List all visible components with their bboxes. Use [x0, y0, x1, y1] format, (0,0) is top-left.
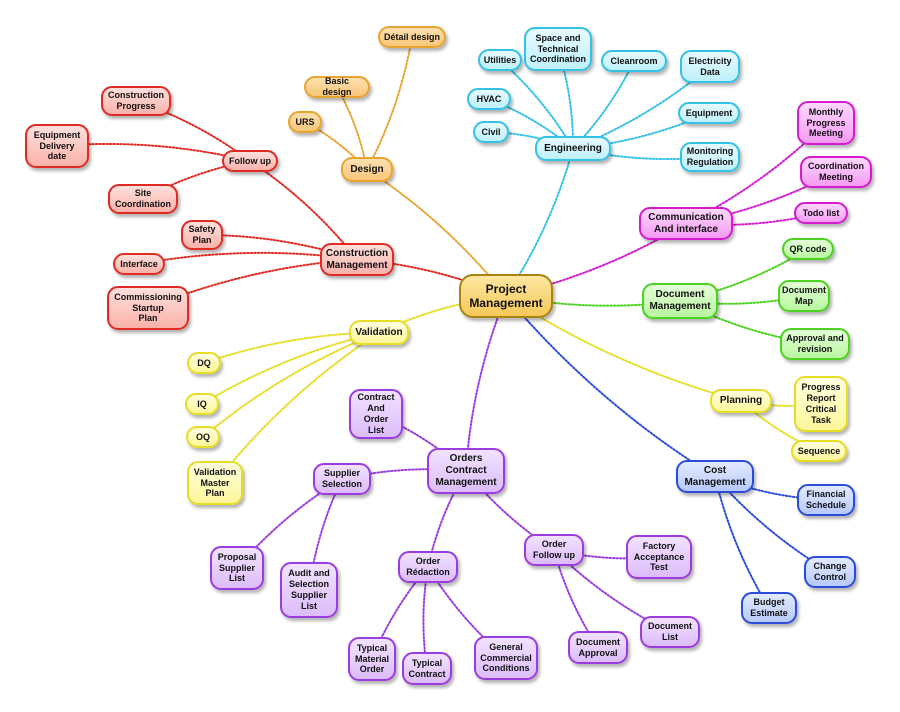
node-communication-interface: Communication And interface	[639, 207, 733, 240]
node-coordination-meeting: Coordination Meeting	[800, 156, 872, 188]
node-site-coordination: Site Coordination	[108, 184, 178, 214]
node-proposal-supplier-list: Proposal Supplier List	[210, 546, 264, 590]
node-audit-selection-supplier-list: Audit and Selection Supplier List	[280, 562, 338, 618]
node-typical-contract: Typical Contract	[402, 652, 452, 685]
node-financial-schedule: Financial Schedule	[797, 484, 855, 516]
node-document-list: Document List	[640, 616, 700, 648]
node-equipment: Equipment	[678, 102, 740, 124]
node-urs: URS	[288, 111, 322, 133]
node-typical-material-order: Typical Material Order	[348, 637, 396, 681]
node-project-management: Project Management	[459, 274, 553, 318]
node-document-map: Document Map	[778, 280, 830, 312]
node-todo-list: Todo list	[794, 202, 848, 224]
connector-project-management-to-orders-contract-management	[465, 295, 507, 472]
node-oq: OQ	[186, 426, 220, 448]
node-validation: Validation	[349, 320, 409, 345]
node-order-follow-up: Order Follow up	[524, 534, 584, 566]
node-general-commercial-conditions: General Commercial Conditions	[474, 636, 538, 680]
node-follow-up: Follow up	[222, 150, 278, 172]
node-progress-report: Progress Report Critical Task	[794, 376, 848, 432]
node-construction-management: Construction Management	[320, 243, 394, 276]
node-utilities: Utilities	[478, 49, 522, 71]
node-change-control: Change Control	[804, 556, 856, 588]
node-space-technical-coordination: Space and Technical Coordination	[524, 27, 592, 71]
node-sequence: Sequence	[791, 440, 847, 462]
node-document-management: Document Management	[642, 283, 718, 319]
node-supplier-selection: Supplier Selection	[313, 463, 371, 495]
node-order-redaction: Order Rédaction	[398, 551, 458, 583]
node-commissioning-startup-plan: Commissioning Startup Plan	[107, 286, 189, 330]
connector-design-to-detail-design	[366, 36, 413, 171]
node-safety-plan: Safety Plan	[181, 220, 223, 250]
node-approval-revision: Approval and revision	[780, 328, 850, 360]
node-orders-contract-management: Orders Contract Management	[427, 448, 505, 494]
node-cleanroom: Cleanroom	[601, 50, 667, 72]
connector-cost-management-to-budget-estimate	[714, 475, 770, 609]
node-electricity-data: Electricity Data	[680, 50, 740, 83]
node-budget-estimate: Budget Estimate	[741, 592, 797, 624]
node-detail-design: Détail design	[378, 26, 446, 48]
node-iq: IQ	[185, 393, 219, 415]
node-monthly-progress-meeting: Monthly Progress Meeting	[797, 101, 855, 145]
connector-project-management-to-cost-management	[505, 295, 716, 478]
node-cost-management: Cost Management	[676, 460, 754, 493]
node-monitoring-regulation: Monitoring Regulation	[680, 142, 740, 172]
node-interface: Interface	[113, 253, 165, 275]
node-planning: Planning	[710, 389, 772, 413]
node-engineering: Engineering	[535, 136, 611, 161]
node-construction-progress: Construction Progress	[101, 86, 171, 116]
node-basic-design: Basic design	[304, 76, 370, 98]
node-qr-code: QR code	[782, 238, 834, 260]
node-civil: Civil	[473, 121, 509, 143]
node-dq: DQ	[187, 352, 221, 374]
node-contract-order-list: Contract And Order List	[349, 389, 403, 439]
node-validation-master-plan: Validation Master Plan	[187, 461, 243, 505]
node-design: Design	[341, 157, 393, 182]
node-hvac: HVAC	[467, 88, 511, 110]
node-document-approval: Document Approval	[568, 631, 628, 664]
node-equipment-delivery-date: Equipment Delivery date	[25, 124, 89, 168]
node-factory-acceptance-test: Factory Acceptance Test	[626, 535, 692, 579]
